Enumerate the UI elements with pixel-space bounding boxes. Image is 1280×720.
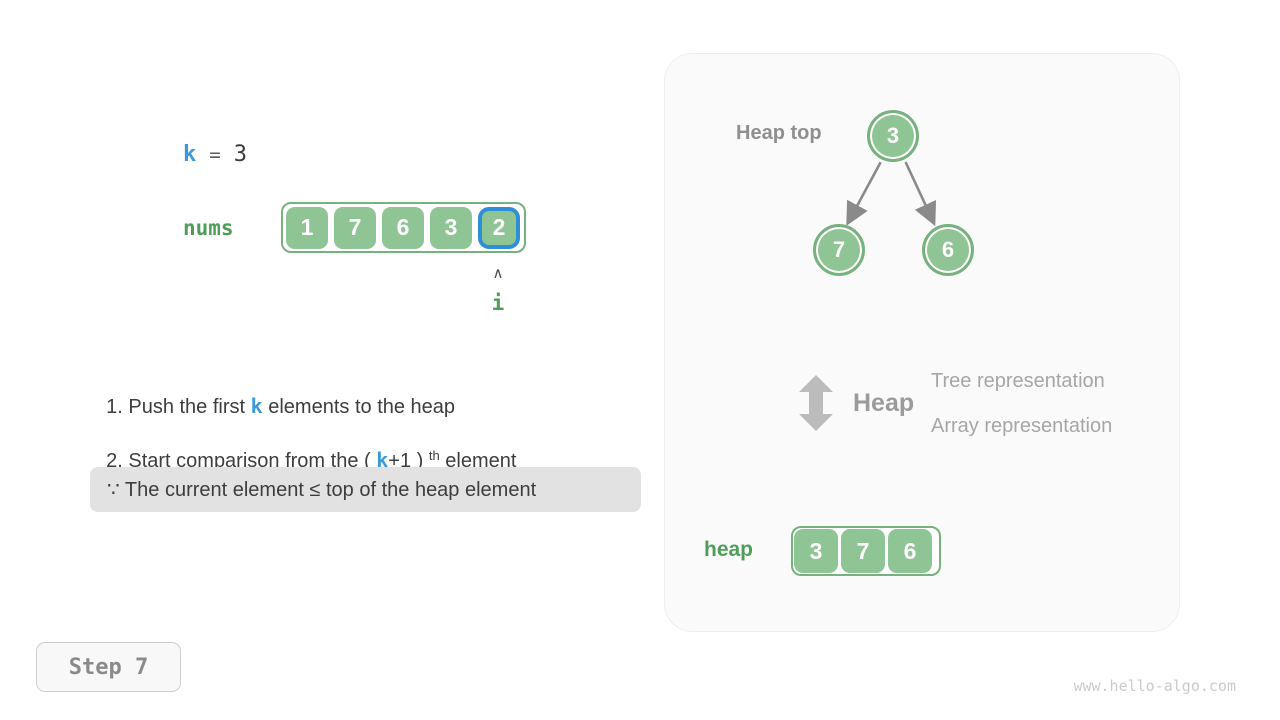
nums-cell-2: 6	[382, 206, 424, 249]
heap-array-label: heap	[704, 538, 754, 561]
k-variable: k	[183, 142, 197, 167]
nums-cell-1: 7	[334, 206, 376, 249]
nums-cell-0: 1	[286, 206, 328, 249]
tree-node-left-child: 7	[813, 224, 865, 276]
step1-text-pre: 1. Push the first	[106, 396, 251, 418]
step2-text-post: element	[439, 450, 517, 472]
pointer-i-label: i	[491, 291, 505, 315]
step2-text-mid: +1 )	[388, 450, 429, 472]
tree-node-root: 3	[867, 110, 919, 162]
step-indicator-badge: Step 7	[36, 642, 181, 692]
heap-array: 3 7 6	[791, 526, 941, 576]
heap-visualization-card: Heap top 3 7 6 Heap Tree representation …	[664, 53, 1180, 632]
step1-k-var: k	[250, 394, 263, 418]
k-assignment: k = 3	[183, 142, 247, 167]
k-value: 3	[233, 142, 247, 167]
watermark-url: www.hello-algo.com	[1073, 677, 1236, 695]
array-representation-label: Array representation	[931, 415, 1113, 437]
up-down-arrow-icon	[799, 375, 833, 431]
heap-cell-0: 3	[794, 529, 838, 573]
tree-node-right-child: 6	[922, 224, 974, 276]
tree-representation-label: Tree representation	[931, 370, 1105, 392]
nums-cell-4-selected: 2	[478, 206, 520, 249]
heap-cell-2: 6	[888, 529, 932, 573]
pointer-caret-icon: ∧	[492, 264, 504, 282]
index-pointer: ∧ i	[489, 263, 507, 315]
step1-text-post: elements to the heap	[262, 396, 456, 418]
nums-cell-3: 3	[430, 206, 472, 249]
step2-k-var: k	[376, 448, 389, 472]
instruction-step-2: 2. Start comparison from the ( k+1 ) th …	[95, 425, 516, 473]
heap-cell-1: 7	[841, 529, 885, 573]
instruction-step-1: 1. Push the first k elements to the heap	[95, 371, 455, 419]
heap-legend-title: Heap	[853, 389, 915, 417]
step2-text-pre: 2. Start comparison from the (	[106, 450, 377, 472]
condition-note-text: ∵ The current element ≤ top of the heap …	[107, 479, 537, 501]
nums-array: 1 7 6 3 2	[281, 202, 526, 253]
equals-sign: =	[209, 144, 221, 166]
heap-top-label: Heap top	[736, 122, 822, 144]
condition-note: ∵ The current element ≤ top of the heap …	[90, 467, 641, 512]
nums-array-label: nums	[183, 216, 234, 240]
step2-ordinal-sup: th	[428, 448, 440, 463]
